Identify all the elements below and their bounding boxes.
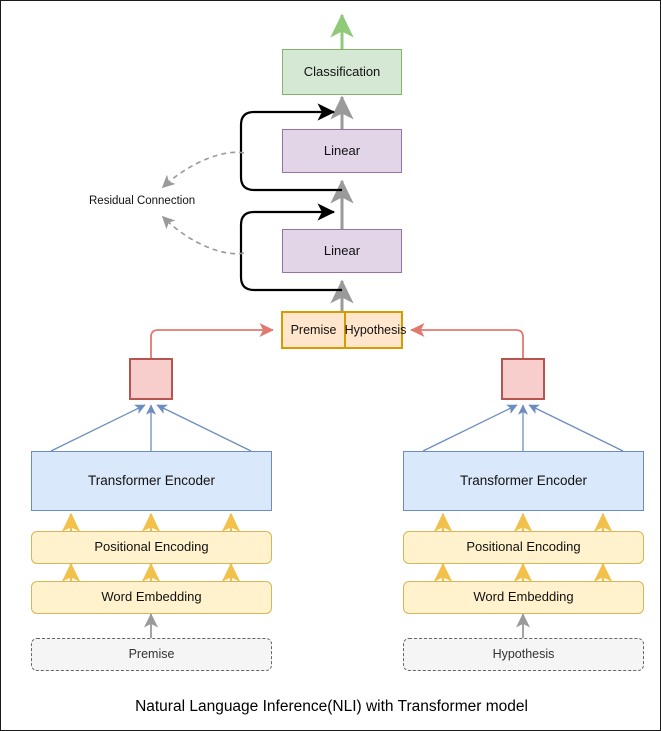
arrows-embedding-right-to-positional (433, 562, 613, 582)
residual-annotation-top (161, 151, 245, 189)
residual-bracket-bottom (239, 203, 342, 292)
node-classification[interactable]: Classification (282, 49, 402, 95)
node-premise-cell[interactable]: Premise (283, 313, 344, 347)
node-transformer-encoder-right-label: Transformer Encoder (459, 473, 588, 489)
arrows-positional-left-to-encoder (61, 512, 241, 532)
arrow-pool-right-to-hypothesis (410, 322, 524, 358)
node-transformer-encoder-left[interactable]: Transformer Encoder (31, 451, 272, 511)
node-linear-top[interactable]: Linear (282, 129, 402, 173)
node-transformer-encoder-left-label: Transformer Encoder (87, 473, 216, 489)
residual-bracket-top (239, 103, 342, 192)
node-hypothesis-cell[interactable]: Hypothesis (344, 313, 407, 347)
node-positional-encoding-left-label: Positional Encoding (94, 539, 209, 555)
node-linear-top-label: Linear (323, 142, 361, 158)
arrows-encoder-left-to-pool (50, 404, 252, 452)
node-word-embedding-left[interactable]: Word Embedding (31, 581, 272, 614)
node-input-hypothesis[interactable]: Hypothesis (403, 638, 644, 671)
residual-connection-label: Residual Connection (89, 195, 195, 207)
node-word-embedding-right[interactable]: Word Embedding (403, 581, 644, 614)
residual-connection-text: Residual Connection (89, 195, 196, 207)
node-input-premise-label: Premise (128, 647, 175, 662)
node-word-embedding-left-label: Word Embedding (101, 589, 202, 605)
node-positional-encoding-right[interactable]: Positional Encoding (403, 531, 644, 564)
node-linear-bottom[interactable]: Linear (282, 229, 402, 273)
node-input-premise[interactable]: Premise (31, 638, 272, 671)
node-positional-encoding-right-label: Positional Encoding (466, 539, 581, 555)
node-premise-hypothesis-pair[interactable]: Premise Hypothesis (281, 311, 407, 349)
arrows-positional-right-to-encoder (433, 512, 613, 532)
arrows-encoder-right-to-pool (422, 404, 624, 452)
node-hypothesis-cell-label: Hypothesis (344, 322, 407, 337)
diagram-caption: Natural Language Inference(NLI) with Tra… (1, 698, 660, 716)
node-classification-label: Classification (303, 63, 381, 79)
node-pooling-left[interactable] (129, 358, 173, 400)
node-positional-encoding-left[interactable]: Positional Encoding (31, 531, 272, 564)
node-input-hypothesis-label: Hypothesis (492, 647, 555, 662)
node-pooling-right[interactable] (501, 358, 545, 400)
arrows-embedding-left-to-positional (61, 562, 241, 582)
node-premise-cell-label: Premise (290, 322, 337, 337)
residual-annotation-bottom (161, 215, 245, 255)
node-linear-bottom-label: Linear (323, 242, 361, 258)
arrow-pool-left-to-premise (150, 322, 274, 358)
diagram-caption-text: Natural Language Inference(NLI) with Tra… (135, 698, 528, 715)
node-word-embedding-right-label: Word Embedding (473, 589, 574, 605)
node-transformer-encoder-right[interactable]: Transformer Encoder (403, 451, 644, 511)
